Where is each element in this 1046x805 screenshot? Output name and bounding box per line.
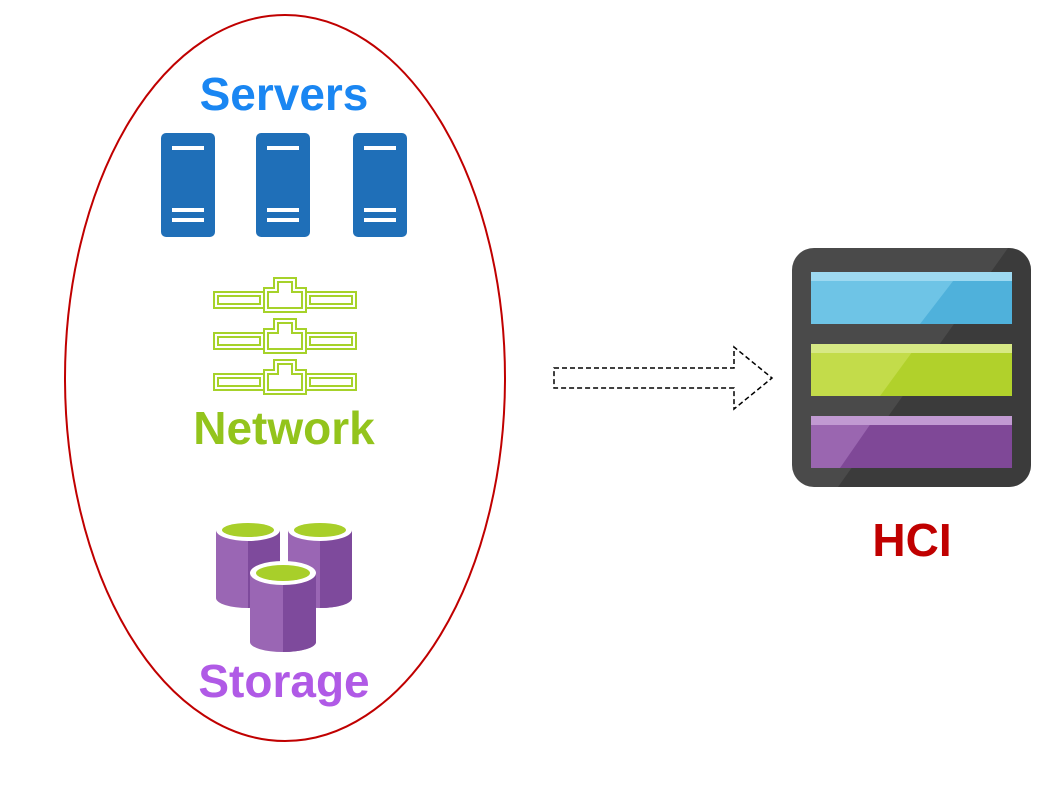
server-rack-icon <box>353 133 407 237</box>
database-cylinder-icon <box>216 519 352 652</box>
grouping-ellipse <box>64 14 506 742</box>
network-switch-icon <box>213 277 357 395</box>
storage-label: Storage <box>198 655 370 707</box>
hci-label: HCI <box>872 514 952 566</box>
server-rack-icon <box>161 133 215 237</box>
server-rack-icon <box>256 133 310 237</box>
dashed-arrow-icon <box>553 345 774 411</box>
hci-appliance-icon <box>792 248 1031 487</box>
network-label: Network <box>193 402 375 454</box>
servers-label: Servers <box>199 68 369 120</box>
